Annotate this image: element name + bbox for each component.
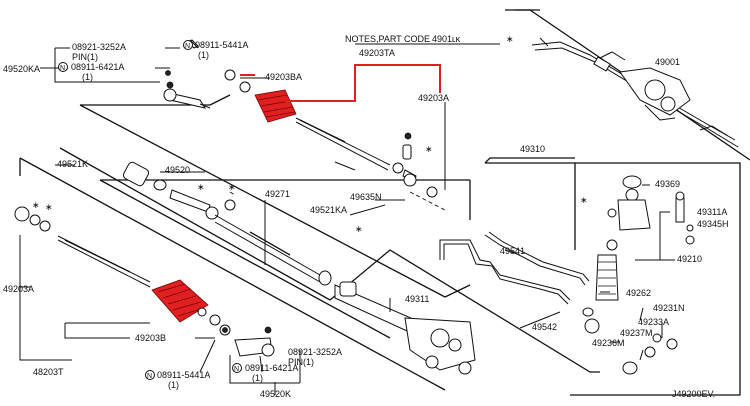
dashed-links (229, 191, 446, 211)
label-49520K-bottom: 49520K (260, 389, 291, 399)
top-nut2-part: 08911-6421A (71, 62, 124, 72)
top-nut2-qty: (1) (82, 72, 93, 82)
label-49541: 49541 (500, 246, 525, 256)
lower-tie-rod-group (14, 206, 275, 373)
star-1: ∗ (425, 144, 433, 154)
bot-pin-part: 08921-3252A (288, 347, 342, 357)
n-marker-top-2 (58, 62, 68, 72)
top-pin-part: 08921-3252A (72, 42, 126, 52)
label-49236M: 49236M (592, 338, 625, 348)
label-49203A-right: 49203A (418, 93, 449, 103)
label-48203T: 48203T (33, 367, 64, 377)
star-7: ∗ (580, 195, 588, 205)
star-3: ∗ (228, 182, 236, 192)
n-marker-top-1 (183, 40, 193, 50)
label-49521K: 49521K (57, 159, 88, 169)
upper-tie-rod-end (163, 39, 211, 109)
label-49233A: 49233A (638, 317, 669, 327)
bot-nut1-qty: (1) (168, 380, 179, 390)
rack-center-parts (122, 161, 476, 375)
n-marker-bot-1 (145, 370, 155, 380)
label-49542: 49542 (532, 322, 557, 332)
label-49203B: 49203B (135, 333, 166, 343)
n-marker-top-1-text: N (185, 43, 190, 50)
label-49311: 49311 (405, 294, 429, 304)
star-notes: ∗ (506, 34, 514, 44)
part-labels: NOTES,PART CODE 4901ʟᴋ ∗ 49203TA 49203BA… (3, 34, 729, 399)
label-49369: 49369 (655, 179, 680, 189)
top-nut1-qty: (1) (198, 50, 209, 60)
bot-nut2-qty: (1) (252, 373, 263, 383)
label-49311A: 49311A (697, 207, 727, 217)
star-6: ∗ (355, 224, 363, 234)
label-49345H: 49345H (697, 219, 729, 229)
n-marker-bot-1-text: N (147, 373, 152, 380)
label-49203A-left: 49203A (3, 284, 34, 294)
label-49001: 49001 (655, 57, 680, 67)
label-49203TA: 49203TA (359, 48, 395, 58)
boot-highlight-line (285, 64, 441, 102)
n-marker-top-2-text: N (60, 65, 65, 72)
label-49520: 49520 (165, 165, 190, 175)
bot-nut1-part: 08911-5441A (157, 370, 210, 380)
steering-gear-assembly (531, 37, 739, 148)
label-49521KA: 49521KA (310, 205, 347, 215)
bot-pin-label: PIN(1) (288, 357, 314, 367)
notes-label: NOTES,PART CODE (345, 34, 430, 44)
label-49203BA: 49203BA (265, 72, 302, 82)
hydraulic-tubes (439, 231, 590, 305)
label-49520KA: 49520KA (3, 64, 40, 74)
top-pin-label: PIN(1) (72, 52, 98, 62)
label-49635N: 49635N (350, 192, 382, 202)
star-2: ∗ (197, 182, 205, 192)
label-49271: 49271 (265, 189, 290, 199)
star-5: ∗ (45, 202, 53, 212)
valve-assembly (582, 175, 695, 375)
upper-boot-and-rod (224, 69, 438, 198)
leader-lines (19, 43, 675, 395)
label-49310: 49310 (520, 144, 545, 154)
bot-nut2-part: 08911-6421A (245, 363, 298, 373)
diagram-code: J49200EV. (672, 389, 715, 399)
label-49231N: 49231N (653, 303, 685, 313)
label-49237M: 49237M (620, 328, 653, 338)
label-49210: 49210 (677, 254, 702, 264)
star-4: ∗ (32, 200, 40, 210)
notes-code: 4901ʟᴋ (432, 34, 461, 44)
n-marker-bot-2-text: N (234, 366, 239, 373)
top-nut1-part: 08911-5441A (195, 40, 248, 50)
label-49262: 49262 (626, 288, 651, 298)
n-marker-bot-2 (232, 363, 242, 373)
